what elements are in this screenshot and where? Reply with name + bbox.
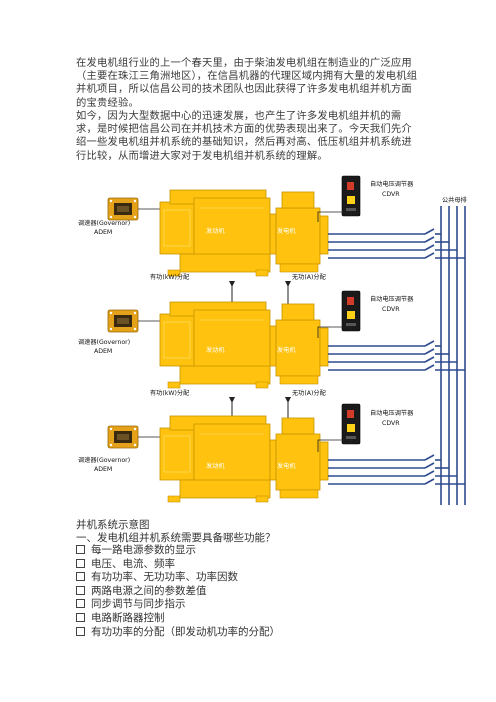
governor-device-1	[107, 197, 139, 221]
list-item: 有功功率、无功功率、功率因数	[76, 571, 280, 585]
engine-label-3: 发动机	[206, 462, 225, 470]
governor-sub-label-2: ADEM	[94, 348, 112, 355]
governor-device-2	[107, 309, 139, 333]
avr-device-2	[341, 290, 361, 332]
avr-label-1: 自动电压调节器	[370, 180, 414, 188]
function-list: 每一路电源参数的显示 电压、电流、频率 有功功率、无功功率、功率因数 两路电源之…	[76, 544, 280, 639]
generator-label-2: 发电机	[277, 346, 296, 354]
generator-label-3: 发电机	[277, 462, 296, 470]
list-item: 每一路电源参数的显示	[76, 544, 280, 558]
avr-sub-label-2: CDVR	[382, 306, 400, 313]
governor-label-1: 调速器(Governor)	[78, 219, 130, 227]
avr-sub-label-1: CDVR	[382, 191, 400, 198]
reactive-power-sharing-label-1: 无功(A)分配	[292, 273, 326, 281]
governor-device-3	[107, 425, 139, 449]
avr-sub-label-3: CDVR	[382, 420, 400, 427]
list-item: 两路电源之间的参数差值	[76, 585, 280, 599]
reactive-power-sharing-label-2: 无功(A)分配	[292, 389, 326, 397]
active-power-sharing-label-2: 有功(kW)分配	[150, 389, 189, 397]
engine-label-2: 发动机	[206, 346, 225, 354]
output-wires-3	[328, 454, 465, 485]
common-bus	[440, 206, 466, 505]
genset-unit-3: 调速器(Governor) ADEM 发动机 发电机 自动电压调节器 CDVR	[78, 403, 465, 503]
genset-unit-1: 调速器(Governor) ADEM 发动机 发电机 自动电压调节器 CDVR	[78, 175, 465, 277]
governor-sub-label-3: ADEM	[94, 466, 112, 473]
avr-device-3	[341, 403, 361, 445]
diagram-caption: 并机系统示意图	[76, 519, 150, 531]
governor-label-3: 调速器(Governor)	[78, 456, 130, 464]
output-wires-2	[328, 340, 465, 371]
generator-label-1: 发电机	[277, 227, 296, 235]
engine-label-1: 发动机	[206, 227, 225, 235]
list-item: 有功功率的分配（即发动机功率的分配）	[76, 626, 280, 640]
parallel-system-diagram: 公共母排 调速器(Governor) ADEM 发动机 发电机 自动电压调节器 …	[78, 175, 467, 505]
governor-sub-label-1: ADEM	[94, 229, 112, 236]
section-question: 一、发电机组并机系统需要具备哪些功能？	[76, 532, 276, 544]
list-item: 同步调节与同步指示	[76, 598, 280, 612]
avr-device-1	[341, 175, 361, 217]
output-wires-1	[328, 228, 465, 259]
genset-unit-2: 调速器(Governor) ADEM 发动机 发电机 自动电压调节器 CDVR	[78, 290, 465, 389]
common-bus-label: 公共母排	[442, 196, 467, 204]
avr-label-2: 自动电压调节器	[370, 295, 414, 303]
governor-label-2: 调速器(Governor)	[78, 338, 130, 346]
active-power-sharing-label-1: 有功(kW)分配	[150, 273, 189, 281]
intro-paragraph-1: 在发电机组行业的上一个春天里，由于柴油发电机组在制造业的广泛应用（主要在珠江三角…	[76, 57, 418, 109]
list-item: 电路断路器控制	[76, 612, 280, 626]
intro-paragraph-2: 如今，因为大型数据中心的迅速发展，也产生了许多发电机组并机的需求，是时候把信昌公…	[76, 110, 412, 162]
avr-label-3: 自动电压调节器	[370, 409, 414, 417]
list-item: 电压、电流、频率	[76, 558, 280, 572]
